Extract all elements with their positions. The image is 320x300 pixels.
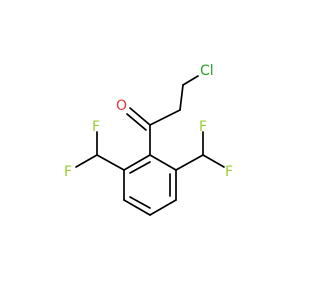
bond-chf2-right-f-right [202, 154, 225, 168]
atom-fluorine-right-bottom-label: F [225, 164, 233, 180]
atom-fluorine-left-top-label: F [92, 119, 100, 135]
bond-carbonyl-o-1 [129, 107, 151, 126]
ring-bond-6 [149, 154, 177, 171]
molecule-diagram: Cl O F F F F [64, 63, 233, 216]
atom-fluorine-left-bottom-label: F [64, 164, 72, 180]
bond-cl-c [182, 75, 199, 86]
bond-chf2-left-f-left [75, 154, 98, 168]
structure-canvas: Cl O F F F F [64, 63, 233, 216]
ring-bond-3 [123, 199, 151, 216]
ring-bond-1 [123, 154, 151, 171]
atom-labels: Cl O F F F F [64, 63, 233, 180]
ring-double-inner-1 [129, 161, 151, 174]
bond-ring-chf2-right [175, 154, 204, 171]
bond-carbonyl-o-2 [126, 113, 147, 131]
bond-ch2-ch2 [179, 84, 184, 111]
bond-ring-chf2-left [96, 154, 125, 171]
atom-oxygen-label: O [116, 98, 127, 114]
bond-ch2-carbonyl [149, 109, 181, 126]
ring-double-inner-2 [129, 196, 151, 209]
bonds [75, 75, 225, 216]
atom-fluorine-right-top-label: F [199, 119, 207, 135]
ring-bond-4 [149, 199, 177, 216]
atom-chlorine-label: Cl [200, 63, 214, 79]
